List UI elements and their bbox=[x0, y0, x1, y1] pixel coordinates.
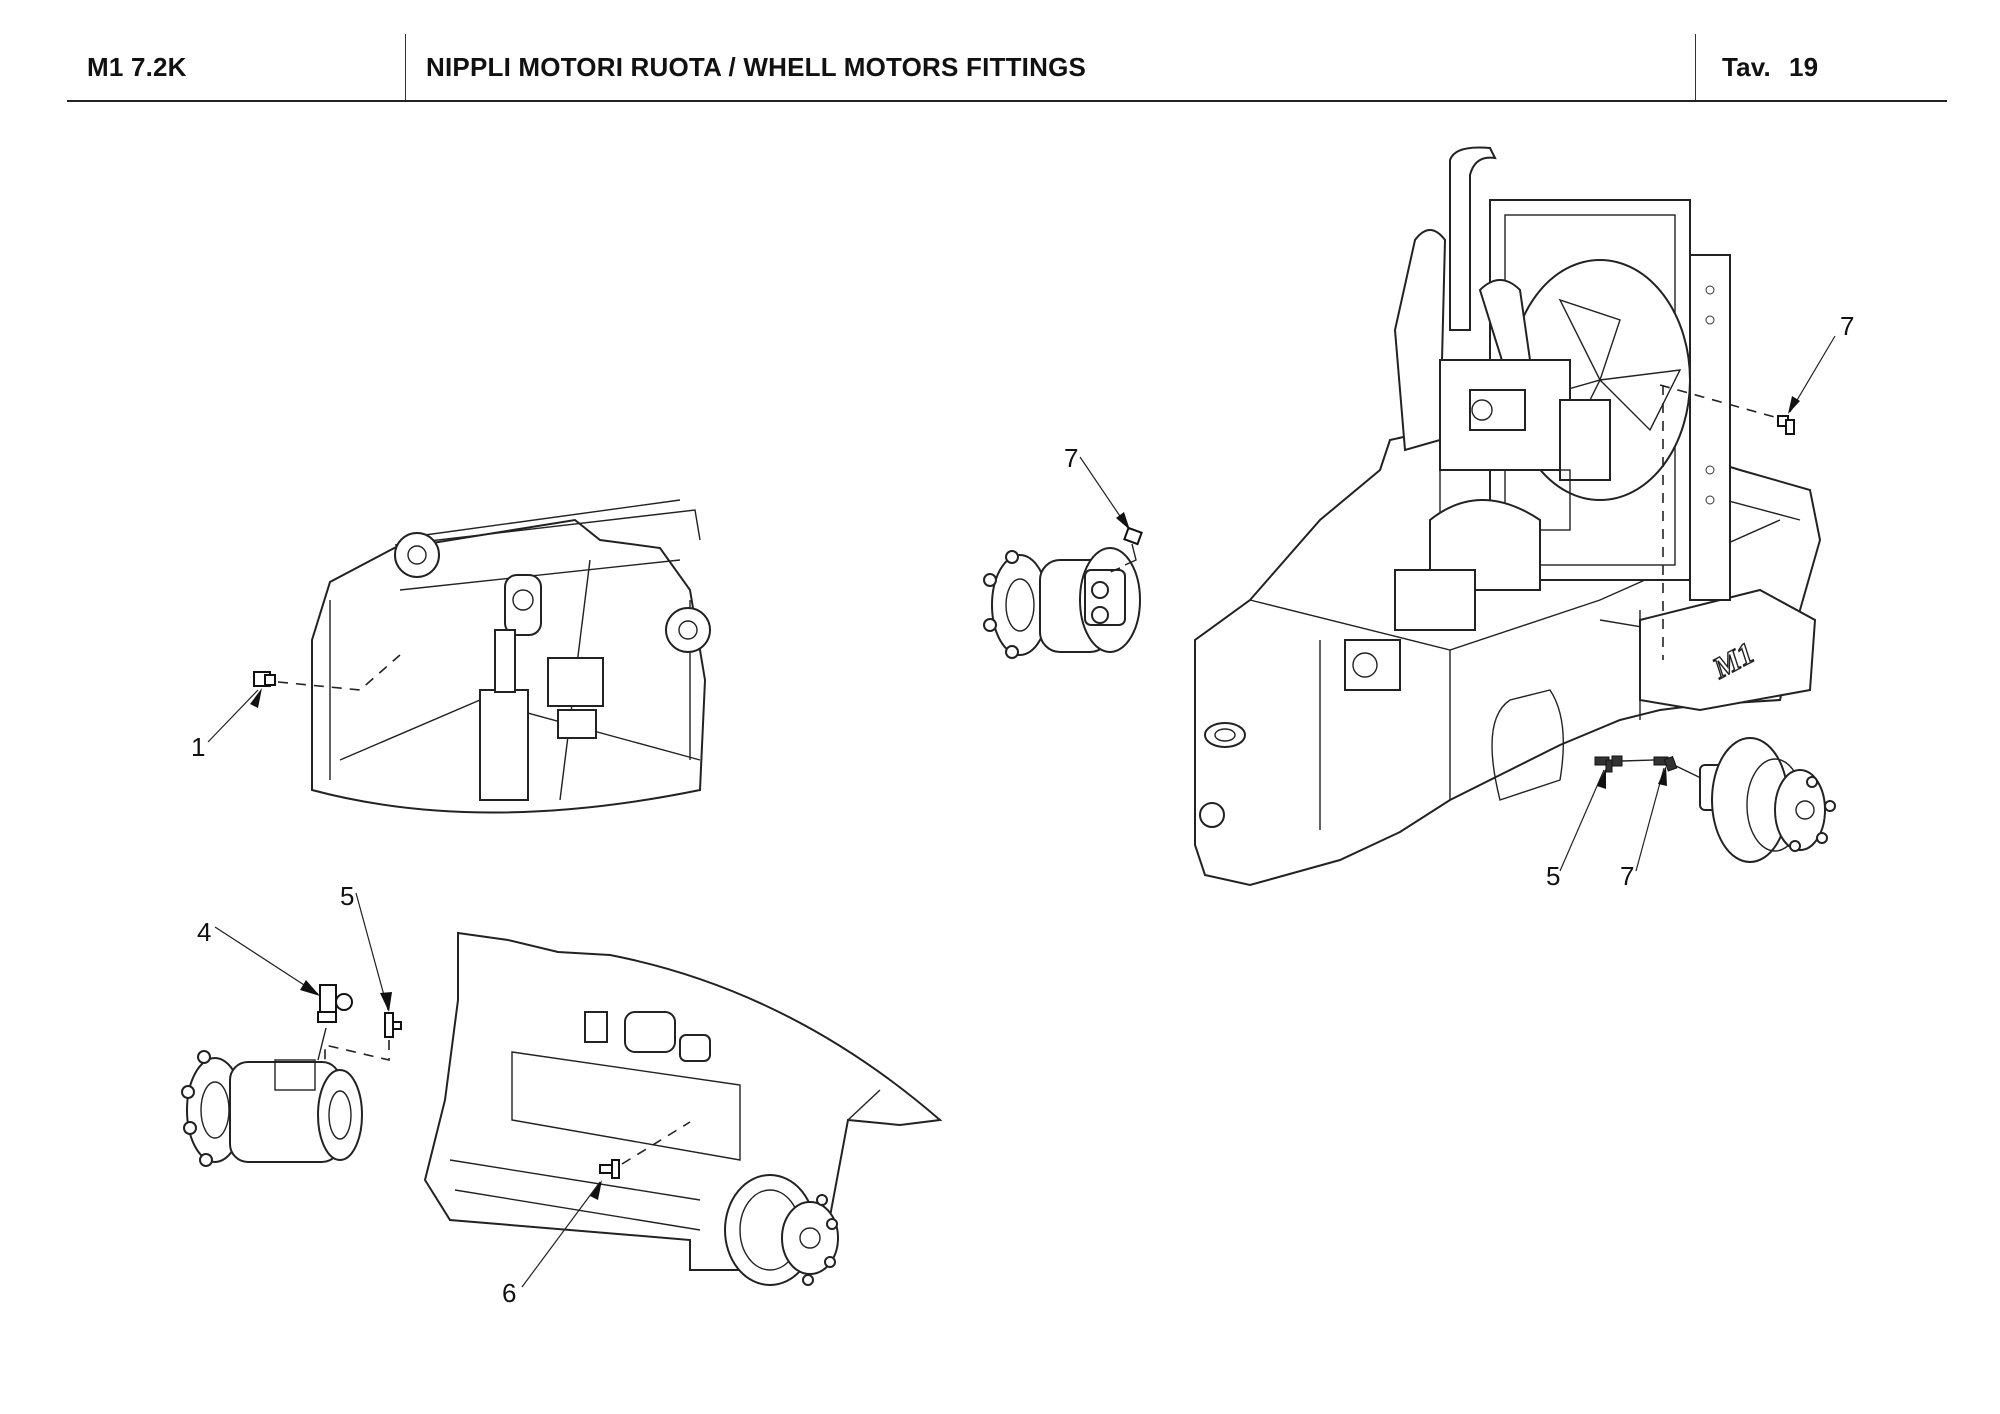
page-title: NIPPLI MOTORI RUOTA / WHELL MOTORS FITTI… bbox=[405, 34, 1695, 100]
wheel-motor-left bbox=[181, 1050, 363, 1167]
leader-arrow-5-right bbox=[1597, 768, 1606, 789]
leader-arrow-6 bbox=[590, 1180, 602, 1200]
pivot-bushing-left bbox=[394, 532, 440, 578]
fitting-4 bbox=[317, 984, 353, 1023]
assembly-path-1 bbox=[277, 654, 401, 691]
assembly-path-7-detached bbox=[1124, 543, 1137, 566]
callout-7-upper: 7 bbox=[1840, 311, 1854, 341]
pivot-bushing-right bbox=[665, 607, 711, 653]
rear-frame-outline bbox=[423, 931, 943, 1271]
table-label: Tav. bbox=[1722, 51, 1771, 82]
engine-block bbox=[1429, 359, 1611, 591]
leader-line-7-lower bbox=[1635, 767, 1665, 872]
hydraulic-pump bbox=[1344, 569, 1476, 691]
callout-5-right: 5 bbox=[1546, 861, 1560, 891]
assembly-path-4 bbox=[317, 1027, 327, 1061]
axle-opening bbox=[1491, 689, 1564, 801]
leader-line-4 bbox=[214, 926, 319, 995]
leader-line-5-right bbox=[1559, 769, 1605, 872]
assembly-path-6 bbox=[621, 1121, 691, 1165]
front-frame-view: 1 bbox=[191, 499, 711, 814]
leader-line-6 bbox=[521, 1181, 601, 1288]
leader-line-5-left bbox=[355, 892, 389, 1011]
table-number: 19 bbox=[1788, 51, 1819, 82]
leader-line-7-upper bbox=[1789, 335, 1836, 413]
pivot-bushing-center bbox=[504, 574, 542, 636]
assembly-path-5-left bbox=[324, 1040, 390, 1065]
fitting-5-right bbox=[1594, 755, 1623, 773]
leader-arrow-4 bbox=[300, 980, 320, 996]
assembly-line-5-7 bbox=[1621, 759, 1655, 762]
chassis-engine-view: M1 bbox=[1194, 146, 1854, 891]
fitting-7-detached bbox=[1123, 526, 1143, 546]
wheel-motor-right bbox=[1699, 737, 1836, 863]
callout-5-left: 5 bbox=[340, 881, 354, 911]
assembly-path-7-upper bbox=[1659, 384, 1779, 419]
page-header: M1 7.2K NIPPLI MOTORI RUOTA / WHELL MOTO… bbox=[67, 34, 1947, 102]
brake-fluid-reservoir bbox=[584, 1011, 711, 1062]
leader-arrow-5-left bbox=[380, 992, 392, 1012]
rear-counterweight: M1 bbox=[1639, 588, 1817, 712]
wheel-motor-detached-view: 7 bbox=[983, 443, 1143, 659]
steering-cylinder bbox=[479, 629, 529, 801]
fitting-7-upper bbox=[1777, 415, 1795, 435]
wheel-motor-rear bbox=[724, 1174, 839, 1286]
model-code: M1 7.2K bbox=[87, 51, 187, 82]
callout-4: 4 bbox=[197, 917, 211, 947]
leader-arrow-7-lower bbox=[1658, 766, 1667, 786]
left-wheel-motor-view: 4 5 bbox=[181, 881, 402, 1167]
callout-7-detached: 7 bbox=[1064, 443, 1078, 473]
wheel-motor-detached bbox=[983, 547, 1141, 659]
callout-6: 6 bbox=[502, 1278, 516, 1308]
leader-arrow-7-upper bbox=[1788, 396, 1800, 414]
leader-arrow-1 bbox=[250, 688, 262, 708]
assembly-path-7-detached-dash bbox=[1109, 567, 1121, 573]
leader-line-1 bbox=[207, 689, 259, 743]
callout-7-lower: 7 bbox=[1620, 861, 1634, 891]
rear-frame-view: 6 bbox=[423, 931, 943, 1308]
leader-arrow-7-detached bbox=[1116, 512, 1130, 530]
table-reference: Tav. 19 bbox=[1695, 34, 1947, 100]
fitting-1 bbox=[253, 671, 276, 687]
front-pivot bbox=[1199, 722, 1246, 828]
fitting-7-lower bbox=[1653, 756, 1678, 772]
fitting-6 bbox=[599, 1159, 620, 1179]
steering-valve-block bbox=[547, 657, 604, 739]
fitting-5-left bbox=[384, 1012, 402, 1038]
exhaust-pipes bbox=[1393, 146, 1532, 452]
callout-1: 1 bbox=[191, 732, 205, 762]
